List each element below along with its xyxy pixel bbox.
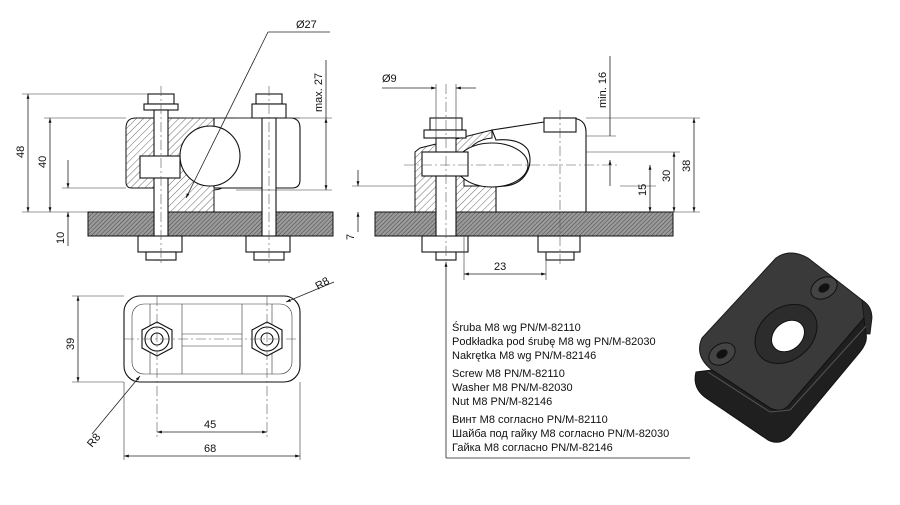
note-line-4: Screw M8 PN/M-82110 bbox=[452, 368, 565, 380]
note-line-9: Гайка M8 согласно PN/M-82146 bbox=[452, 442, 613, 454]
side-view: Ø9 min. 16 38 30 15 7 23 bbox=[345, 56, 700, 280]
note-line-3: Nakrętka M8 wg PN/M-82146 bbox=[452, 350, 596, 362]
dim-45: 45 bbox=[204, 419, 216, 431]
dim-38: 38 bbox=[681, 160, 693, 172]
dim-bolt-diameter: Ø9 bbox=[382, 73, 397, 85]
dim-68: 68 bbox=[204, 443, 216, 455]
note-line-2: Podkładka pod śrubę M8 wg PN/M-82030 bbox=[452, 336, 656, 348]
note-line-8: Шайба под гайку M8 согласно PN/M-82030 bbox=[452, 428, 669, 440]
dim-7: 7 bbox=[345, 234, 357, 240]
front-left-nut bbox=[139, 155, 181, 179]
dim-15: 15 bbox=[637, 184, 649, 196]
dim-30: 30 bbox=[661, 170, 673, 182]
dim-40: 40 bbox=[37, 156, 49, 168]
dim-min-16: min. 16 bbox=[597, 72, 609, 108]
note-line-5: Washer M8 PN/M-82030 bbox=[452, 382, 573, 394]
note-line-6: Nut M8 PN/M-82146 bbox=[452, 396, 552, 408]
note-line-7: Винт M8 согласно PN/M-82110 bbox=[452, 414, 608, 426]
parts-notes: Śruba M8 wg PN/M-82110 Podkładka pod śru… bbox=[444, 262, 690, 459]
clamp-3d-render bbox=[694, 252, 873, 443]
dim-r8-top: R8 bbox=[314, 275, 332, 292]
dim-pipe-diameter: Ø27 bbox=[296, 19, 317, 31]
top-view: R8 R8 39 45 68 bbox=[65, 275, 335, 460]
dim-23: 23 bbox=[494, 261, 506, 273]
dim-39: 39 bbox=[65, 338, 77, 350]
dim-r8-bottom: R8 bbox=[85, 431, 103, 449]
front-view: Ø27 max. 27 48 40 10 bbox=[15, 19, 334, 266]
front-pipe bbox=[179, 125, 241, 187]
note-line-1: Śruba M8 wg PN/M-82110 bbox=[452, 321, 581, 334]
dim-48: 48 bbox=[15, 146, 27, 158]
dim-max-27: max. 27 bbox=[313, 73, 325, 112]
side-base-plate bbox=[374, 211, 674, 237]
dim-10: 10 bbox=[55, 232, 67, 244]
front-base-plate bbox=[87, 211, 334, 237]
